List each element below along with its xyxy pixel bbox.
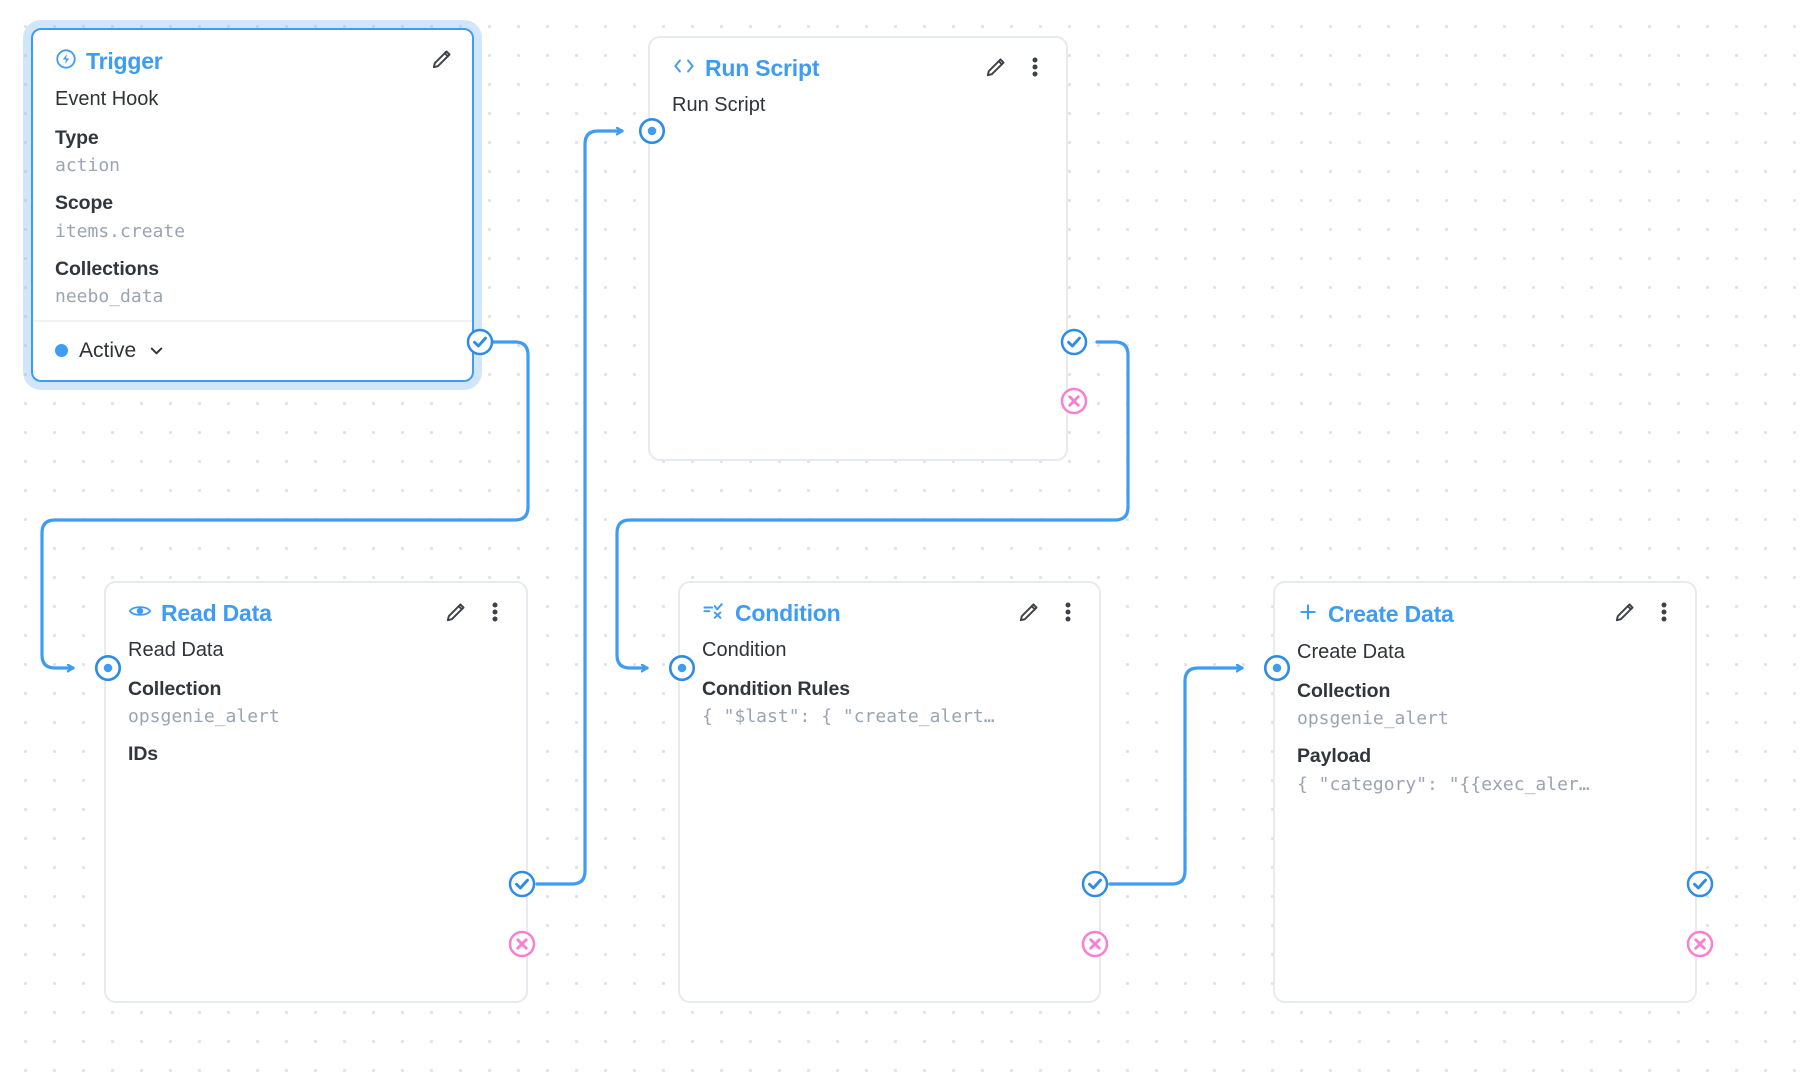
trigger-status-label: Active <box>79 338 137 362</box>
edit-pencil-icon[interactable] <box>442 599 468 625</box>
node-condition-title: Condition <box>735 599 841 626</box>
node-trigger-title-group: Trigger <box>55 48 163 74</box>
node-read-data[interactable]: Read Data Read Data Collectio <box>104 581 528 1003</box>
field-collection-label: Collection <box>1297 680 1391 702</box>
node-create-data-header: Create Data <box>1275 583 1695 631</box>
field-collection-label: Collection <box>128 678 222 700</box>
node-create-data-actions[interactable] <box>1611 599 1677 625</box>
field-scope: Scope items.create <box>55 189 450 244</box>
condition-resolve-port[interactable] <box>1080 869 1110 899</box>
chevron-down-icon[interactable] <box>147 341 166 360</box>
plus-icon <box>1297 601 1319 627</box>
node-trigger-actions[interactable] <box>428 46 454 72</box>
condition-filter-icon <box>702 601 726 625</box>
node-create-data[interactable]: Create Data Create Data Colle <box>1273 581 1697 1003</box>
node-condition-header: Condition <box>680 583 1099 629</box>
field-payload-label: Payload <box>1297 745 1372 768</box>
field-condition-rules: Condition Rules { "$last": { "create_ale… <box>702 675 1077 730</box>
node-run-script-body: Run Script <box>650 84 1066 132</box>
condition-input-port[interactable] <box>667 653 697 683</box>
node-run-script[interactable]: Run Script Run Script <box>648 36 1068 461</box>
read-data-input-port[interactable] <box>93 653 123 683</box>
more-options-icon[interactable] <box>1022 54 1048 80</box>
field-type-value: action <box>55 155 121 177</box>
field-ids: IDs <box>128 740 504 768</box>
node-read-data-actions[interactable] <box>442 599 508 625</box>
create-data-resolve-port[interactable] <box>1685 869 1715 899</box>
field-condition-rules-value: { "$last": { "create_alert… <box>702 706 995 728</box>
field-collection: Collection opsgenie_alert <box>128 675 504 730</box>
read-data-reject-port[interactable] <box>507 929 537 959</box>
node-trigger-header: Trigger <box>33 30 472 78</box>
field-payload-value: { "category": "{{exec_aler… <box>1297 773 1590 795</box>
edit-pencil-icon[interactable] <box>1015 599 1041 625</box>
bolt-circle-icon <box>55 48 77 74</box>
node-condition-body: Condition Condition Rules { "$last": { "… <box>680 629 1099 740</box>
more-options-icon[interactable] <box>482 599 508 625</box>
node-read-data-title-group: Read Data <box>128 601 272 625</box>
node-read-data-body: Read Data Collection opsgenie_alert IDs <box>106 629 526 779</box>
node-run-script-header: Run Script <box>650 38 1066 84</box>
node-read-data-title: Read Data <box>161 599 272 626</box>
run-script-input-port[interactable] <box>637 116 667 146</box>
edit-pencil-icon[interactable] <box>982 54 1008 80</box>
condition-reject-port[interactable] <box>1080 929 1110 959</box>
node-trigger-main-row: Event Hook <box>55 88 159 110</box>
node-condition[interactable]: Condition Condition Condition <box>678 581 1101 1003</box>
edit-pencil-icon[interactable] <box>1611 599 1637 625</box>
field-collection: Collection opsgenie_alert <box>1297 677 1673 732</box>
field-ids-label: IDs <box>128 743 159 766</box>
field-collections-label: Collections <box>55 257 159 280</box>
node-create-data-body: Create Data Collection opsgenie_alert Pa… <box>1275 631 1695 808</box>
node-condition-title-group: Condition <box>702 601 841 625</box>
node-trigger-title: Trigger <box>86 47 163 74</box>
read-data-resolve-port[interactable] <box>507 869 537 899</box>
node-create-data-main-row: Create Data <box>1297 641 1405 663</box>
trigger-resolve-port[interactable] <box>465 327 495 357</box>
more-options-icon[interactable] <box>1055 599 1081 625</box>
field-type-label: Type <box>55 127 99 149</box>
more-options-icon[interactable] <box>1651 599 1677 625</box>
create-data-reject-port[interactable] <box>1685 929 1715 959</box>
code-brackets-icon <box>672 56 696 80</box>
node-run-script-main-row: Run Script <box>672 94 766 116</box>
node-trigger-body: Event Hook Type action Scope items.creat… <box>33 78 472 320</box>
field-collections: Collections neebo_data <box>55 255 450 310</box>
node-create-data-title: Create Data <box>1328 600 1454 627</box>
node-create-data-title-group: Create Data <box>1297 601 1454 627</box>
node-run-script-actions[interactable] <box>982 54 1048 80</box>
trigger-status-dropdown[interactable]: Active <box>33 319 472 380</box>
node-trigger[interactable]: Trigger Event Hook Type action Scope ite… <box>31 28 474 382</box>
field-collection-value: opsgenie_alert <box>128 706 280 728</box>
field-condition-rules-label: Condition Rules <box>702 678 850 700</box>
run-script-reject-port[interactable] <box>1059 386 1089 416</box>
node-read-data-header: Read Data <box>106 583 526 629</box>
node-condition-main-row: Condition <box>702 639 787 661</box>
node-read-data-main-row: Read Data <box>128 639 224 661</box>
eye-icon <box>128 601 152 625</box>
status-dot-icon <box>55 344 68 358</box>
node-run-script-title: Run Script <box>705 54 820 81</box>
create-data-input-port[interactable] <box>1262 653 1292 683</box>
field-scope-value: items.create <box>55 220 186 242</box>
edit-pencil-icon[interactable] <box>428 46 454 72</box>
field-type: Type action <box>55 124 450 179</box>
node-run-script-title-group: Run Script <box>672 56 819 80</box>
run-script-resolve-port[interactable] <box>1059 327 1089 357</box>
field-payload: Payload { "category": "{{exec_aler… <box>1297 742 1673 797</box>
field-collections-value: neebo_data <box>55 285 164 307</box>
node-condition-actions[interactable] <box>1015 599 1081 625</box>
field-scope-label: Scope <box>55 192 114 215</box>
field-collection-value: opsgenie_alert <box>1297 708 1449 730</box>
